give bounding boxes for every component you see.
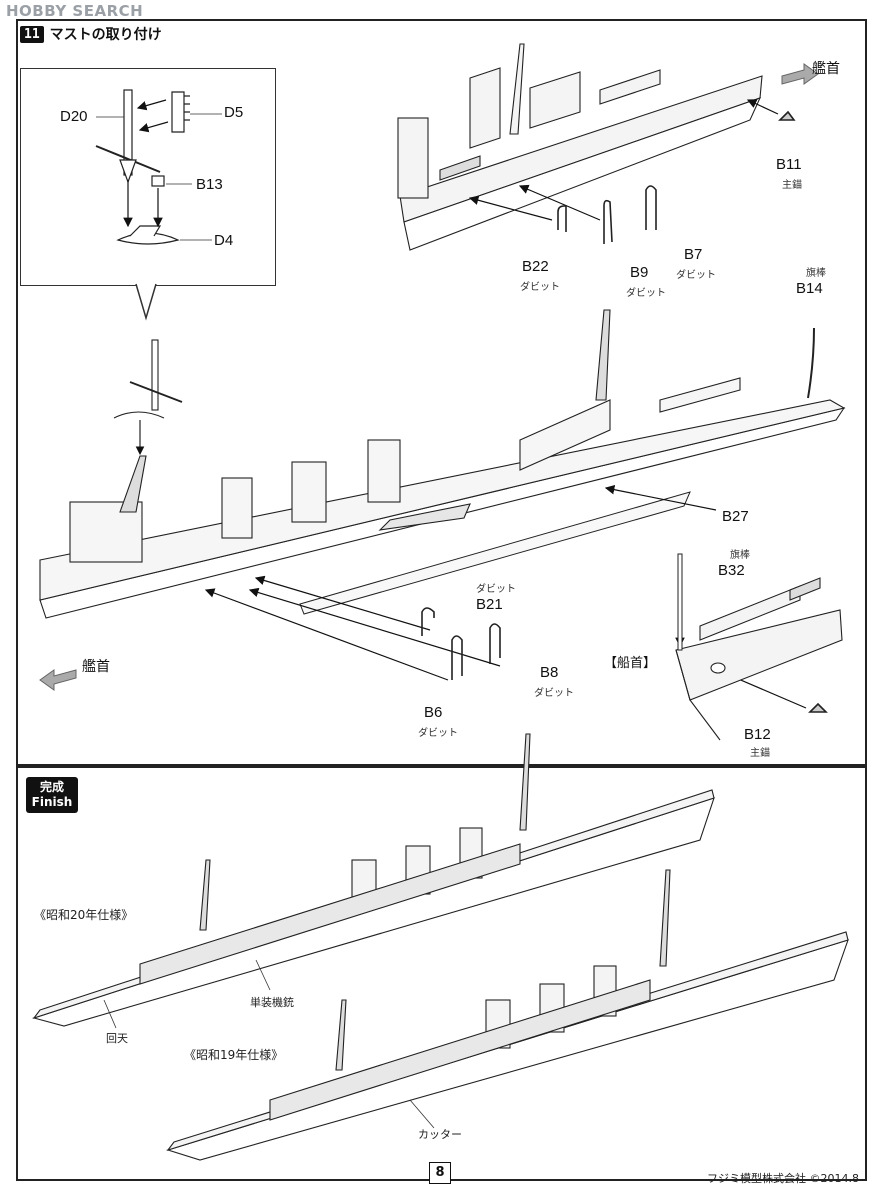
bow-label-main: 艦首	[82, 658, 110, 674]
label-b6-sub: ダビット	[418, 728, 458, 739]
label-b7-sub: ダビット	[676, 270, 716, 281]
label-d20: D20	[60, 108, 88, 125]
inset-pointer	[135, 283, 157, 321]
bow-arrow-top	[781, 63, 819, 85]
finish-badge-jp: 完成	[39, 780, 64, 794]
version-1945-label: 《昭和20年仕様》	[34, 908, 134, 922]
label-b21-sub: ダビット	[476, 584, 516, 595]
part-b27-shape	[299, 491, 691, 615]
label-b7: B7	[684, 246, 703, 263]
version-1944-label: 《昭和19年仕様》	[184, 1048, 284, 1062]
finish-badge-en: Finish	[31, 795, 73, 809]
bow-label-top: 艦首	[812, 60, 840, 76]
bow-bracket-label: 【船首】	[604, 655, 657, 670]
part-b32-shape	[677, 553, 683, 651]
hobby-search-watermark: HOBBY SEARCH	[6, 2, 144, 20]
label-b9-sub: ダビット	[626, 288, 666, 299]
label-b22-sub: ダビット	[520, 282, 560, 293]
callout-kaiten: 回天	[106, 1032, 128, 1045]
step-header: 11 マストの取り付け	[20, 24, 162, 44]
label-b6: B6	[424, 704, 443, 721]
label-b12: B12	[744, 726, 771, 743]
label-b8-sub: ダビット	[534, 688, 574, 699]
step-title: マストの取り付け	[49, 27, 162, 43]
label-b13: B13	[196, 176, 223, 193]
main-ship-drawing	[39, 309, 846, 619]
publisher-footer: フジミ模型株式会社 ©2014.8	[707, 1172, 859, 1185]
step-number: 11	[20, 25, 44, 43]
mast-detail-inset	[20, 68, 276, 286]
finished-ship-1945	[32, 733, 715, 1027]
finish-badge: 完成 Finish	[26, 777, 78, 813]
label-b9: B9	[630, 264, 649, 281]
label-b11-sub: 主錨	[782, 180, 802, 191]
label-d5: D5	[224, 104, 244, 121]
callout-single-gun: 単装機銃	[250, 996, 294, 1009]
mast-exploded-drawing	[95, 89, 190, 245]
label-b32-sub: 旗棒	[730, 550, 750, 561]
label-b21: B21	[476, 596, 503, 613]
label-b11: B11	[776, 156, 802, 173]
label-b14: B14	[796, 280, 823, 297]
ship-closeup-stern	[397, 43, 763, 251]
bow-closeup	[675, 577, 843, 741]
finished-ship-1944	[166, 869, 849, 1161]
label-b27: B27	[722, 508, 749, 525]
label-b32: B32	[718, 562, 745, 579]
label-b12-sub: 主錨	[750, 748, 770, 759]
label-b22: B22	[522, 258, 549, 275]
label-b14-sub: 旗棒	[806, 268, 826, 279]
callout-cutter: カッター	[418, 1128, 462, 1141]
label-b8: B8	[540, 664, 559, 681]
bow-arrow-main	[39, 669, 77, 691]
label-d4: D4	[214, 232, 234, 249]
page-number: 8	[429, 1162, 451, 1184]
